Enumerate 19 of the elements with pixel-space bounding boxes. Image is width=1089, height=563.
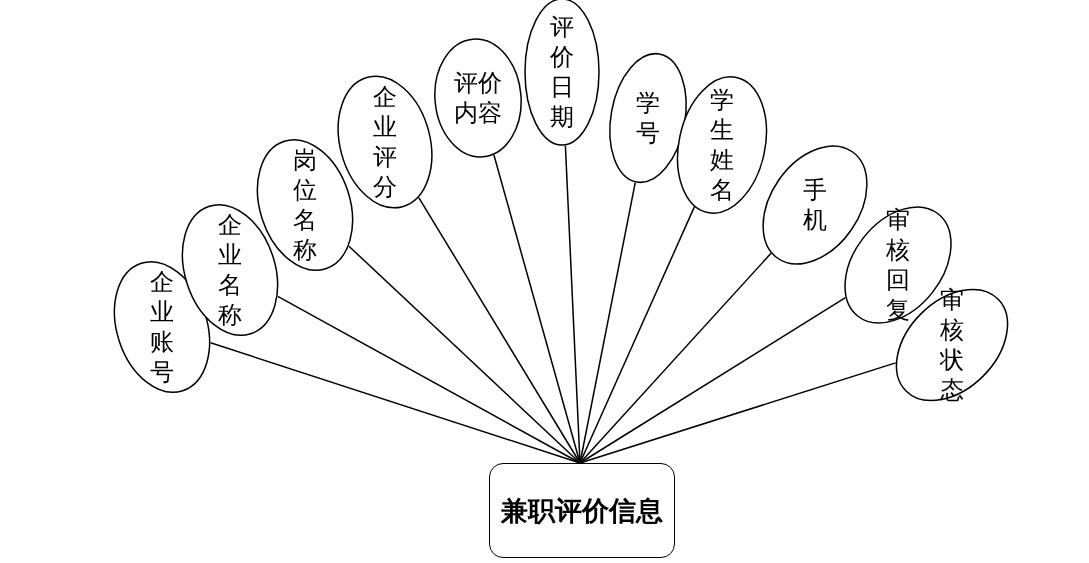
connector-line	[348, 245, 581, 464]
connector-line	[418, 196, 581, 464]
connector-line	[579, 252, 772, 464]
attribute-name: 审核状态	[939, 285, 965, 405]
connector-line	[579, 206, 696, 464]
connector-line	[493, 154, 581, 464]
attribute-name: 评价日期	[549, 12, 575, 132]
attribute-name: 企业账号	[149, 267, 175, 387]
entity-name: 兼职评价信息	[501, 493, 663, 528]
entity-box	[489, 463, 675, 558]
attribute-name: 企业评分	[372, 82, 398, 202]
attribute-name: 岗位名称	[292, 145, 318, 265]
attribute-name: 评价内容	[453, 68, 503, 128]
attribute-name: 企业名称	[217, 210, 243, 330]
attribute-name: 手机	[802, 175, 828, 235]
attribute-name: 审核回复	[885, 205, 911, 325]
attribute-name: 学号	[635, 88, 661, 148]
attribute-name: 学生姓名	[709, 85, 735, 205]
connector-line	[579, 297, 847, 464]
